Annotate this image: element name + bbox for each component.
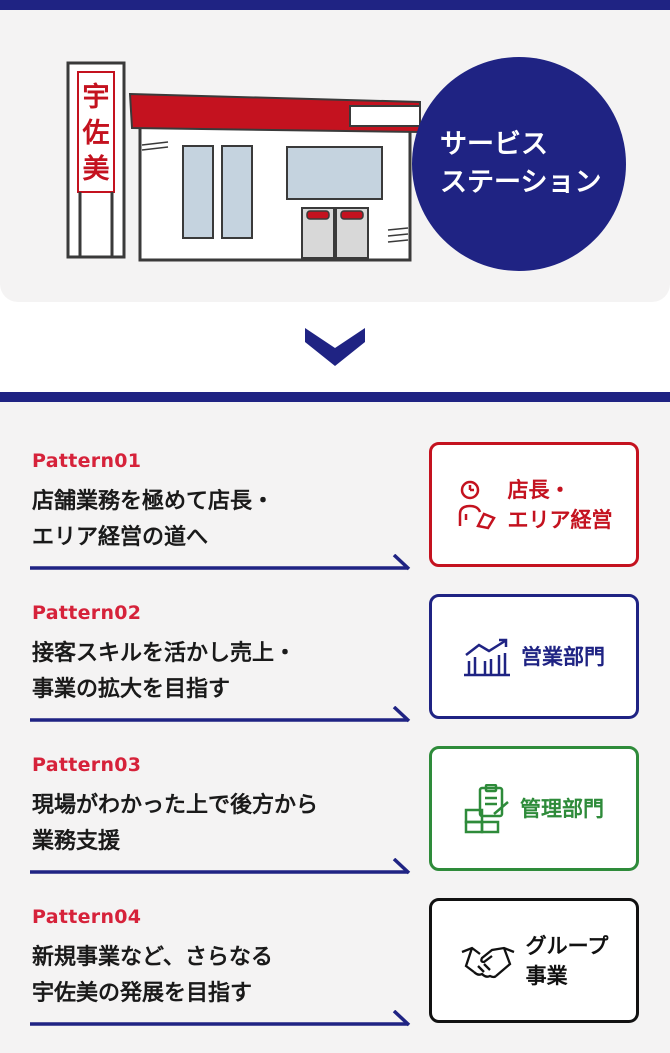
top-border-bar bbox=[0, 0, 670, 10]
pattern-description: 接客スキルを活かし売上・ 事業の拡大を目指す bbox=[32, 641, 297, 702]
clipboard-boxes-icon bbox=[464, 783, 509, 833]
arrow-underline bbox=[30, 1010, 411, 1027]
career-patterns-section: Pattern01 店舗業務を極めて店長・ エリア経営の道へ 店長・ エリア経営 bbox=[0, 392, 670, 1053]
pattern-label: Pattern01 bbox=[32, 450, 142, 472]
dept-box-administration: 管理部門 bbox=[429, 746, 639, 871]
pattern-label: Pattern04 bbox=[32, 906, 142, 928]
manager-clock-icon bbox=[458, 480, 496, 529]
service-station-badge: サービス ステーション bbox=[412, 57, 626, 271]
dept-label: 管理部門 bbox=[520, 796, 604, 821]
pattern-description: 現場がわかった上で後方から 業務支援 bbox=[32, 793, 319, 854]
service-station-illustration bbox=[66, 61, 421, 262]
pattern-label: Pattern03 bbox=[32, 754, 142, 776]
pattern-02: Pattern02 接客スキルを活かし売上・ 事業の拡大を目指す 営業部門 bbox=[0, 594, 670, 742]
hero-section: 宇佐美 サービス ステーション bbox=[0, 10, 670, 302]
store-sign-text: 宇佐美 bbox=[82, 82, 110, 185]
service-station-line-2: ステーション bbox=[440, 167, 602, 198]
dept-label: グループ 事業 bbox=[525, 933, 609, 988]
dept-label: 店長・ エリア経営 bbox=[507, 477, 613, 532]
arrow-underline bbox=[30, 706, 411, 723]
dept-label: 営業部門 bbox=[521, 644, 605, 669]
pattern-label: Pattern02 bbox=[32, 602, 142, 624]
service-station-line-1: サービス bbox=[440, 129, 548, 160]
dept-box-sales: 営業部門 bbox=[429, 594, 639, 719]
pattern-03: Pattern03 現場がわかった上で後方から 業務支援 管理部門 bbox=[0, 746, 670, 894]
chevron-down-icon bbox=[305, 328, 365, 366]
dept-box-store-manager: 店長・ エリア経営 bbox=[429, 442, 639, 567]
arrow-underline bbox=[30, 554, 411, 571]
pattern-description: 新規事業など、さらなる 宇佐美の発展を目指す bbox=[32, 945, 273, 1006]
pattern-01: Pattern01 店舗業務を極めて店長・ エリア経営の道へ 店長・ エリア経営 bbox=[0, 442, 670, 590]
pattern-04: Pattern04 新規事業など、さらなる 宇佐美の発展を目指す グループ 事業 bbox=[0, 898, 670, 1046]
pattern-description: 店舗業務を極めて店長・ エリア経営の道へ bbox=[32, 489, 275, 550]
bar-chart-growth-icon bbox=[464, 638, 510, 676]
handshake-icon bbox=[461, 946, 515, 978]
dept-box-group-business: グループ 事業 bbox=[429, 898, 639, 1023]
arrow-underline bbox=[30, 858, 411, 875]
